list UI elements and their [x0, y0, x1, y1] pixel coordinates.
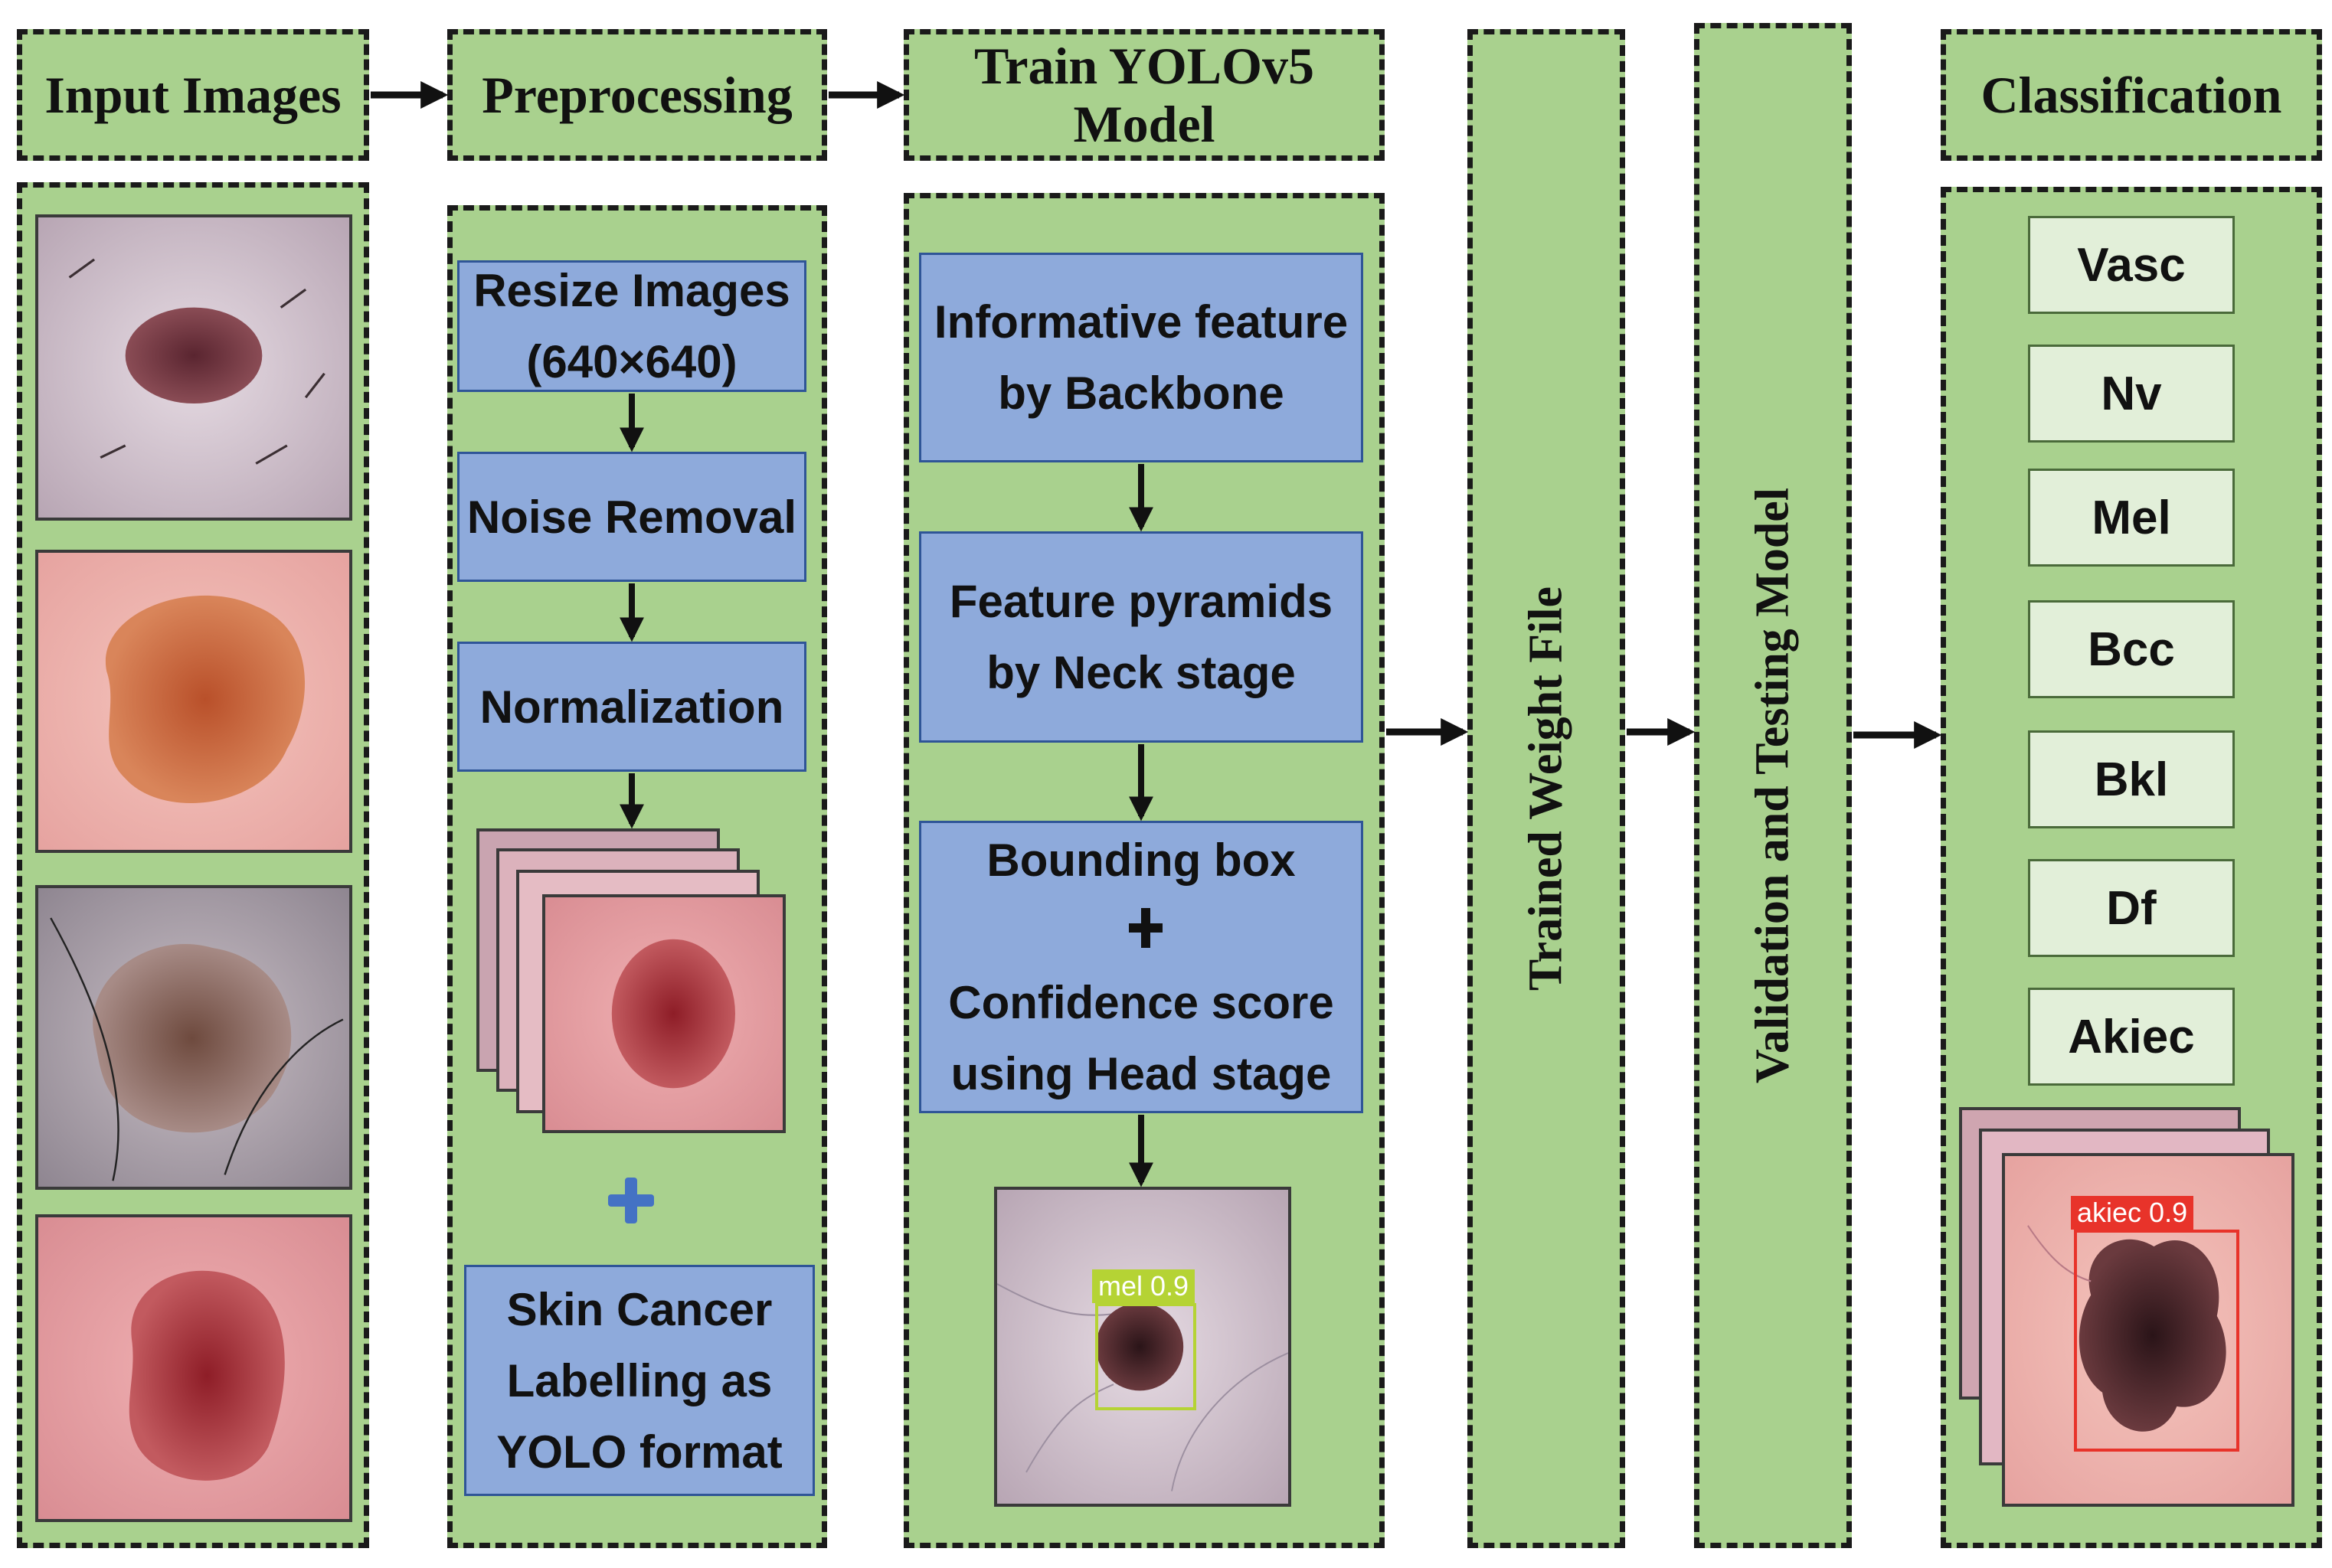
trained-weight-file-panel: [1467, 29, 1625, 1548]
yolo-labelling-step: Skin Cancer Labelling as YOLO format: [464, 1265, 815, 1496]
input-image-4: [35, 1214, 352, 1522]
class-akiec: Akiec: [2028, 988, 2235, 1086]
input-image-1: [35, 214, 352, 521]
mel-detection-label: mel 0.9: [1092, 1269, 1195, 1303]
classification-header: Classification: [1941, 29, 2322, 161]
akiec-bounding-box: [2074, 1230, 2239, 1452]
mel-bounding-box: [1095, 1303, 1196, 1410]
input-image-3: [35, 885, 352, 1190]
input-images-title: Input Images: [44, 65, 342, 124]
resize-images-step: Resize Images (640×640): [457, 260, 806, 392]
input-images-header: Input Images: [17, 29, 369, 161]
input-image-2: [35, 550, 352, 853]
noise-removal-step: Noise Removal: [457, 452, 806, 582]
class-vasc: Vasc: [2028, 216, 2235, 314]
preprocessing-title: Preprocessing: [482, 65, 793, 124]
backbone-step: Informative feature by Backbone: [919, 253, 1363, 462]
classification-title: Classification: [1980, 65, 2282, 124]
class-nv: Nv: [2028, 345, 2235, 443]
head-step-plus-icon: [1129, 908, 1163, 948]
train-yolov5-header: Train YOLOv5 Model: [904, 29, 1385, 161]
preprocessing-header: Preprocessing: [447, 29, 827, 161]
classified-output-image: akiec 0.9: [2002, 1153, 2294, 1507]
class-bkl: Bkl: [2028, 730, 2235, 828]
neck-step: Feature pyramids by Neck stage: [919, 531, 1363, 743]
class-df: Df: [2028, 859, 2235, 957]
plus-icon: [607, 1176, 656, 1225]
normalization-step: Normalization: [457, 642, 806, 772]
preprocessed-image: [542, 894, 786, 1133]
akiec-detection-label: akiec 0.9: [2071, 1196, 2194, 1230]
head-step: Bounding box Confidence score using Head…: [919, 821, 1363, 1113]
class-bcc: Bcc: [2028, 600, 2235, 698]
detection-output-image: mel 0.9: [994, 1187, 1291, 1507]
class-mel: Mel: [2028, 469, 2235, 567]
validation-testing-panel: [1694, 23, 1852, 1548]
train-yolov5-title: Train YOLOv5 Model: [974, 36, 1314, 153]
